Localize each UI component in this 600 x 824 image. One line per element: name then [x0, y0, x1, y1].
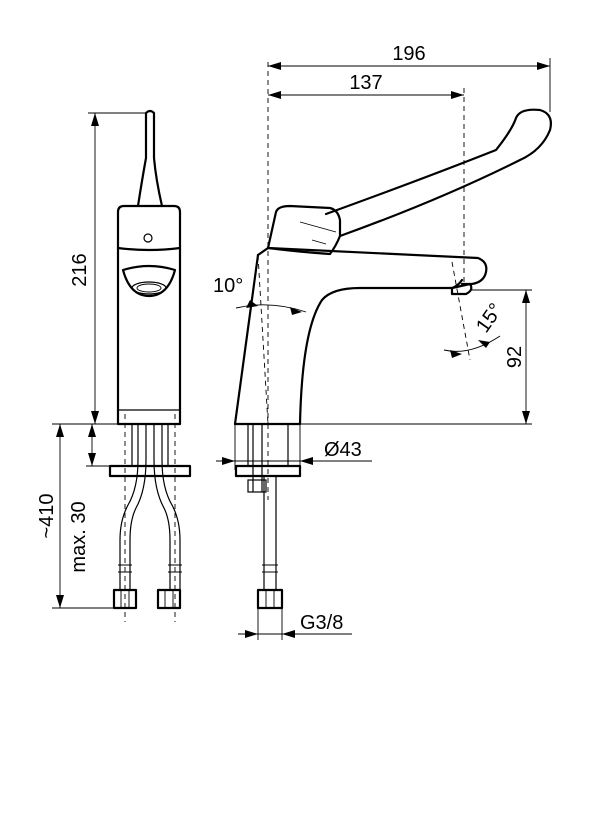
dim-body-tilt-label: 10° [213, 275, 243, 297]
front-lever [136, 109, 164, 208]
side-view [233, 62, 552, 610]
dim-spout-reach-label: 137 [349, 72, 382, 94]
dim-spout-tilt-label: 15° [472, 299, 507, 336]
dim-spout-height-label: 92 [504, 346, 526, 368]
aerator-outlet [121, 264, 177, 298]
dim-base-diameter-label: Ø43 [324, 439, 362, 461]
side-lever [324, 108, 552, 238]
front-mounting-plate [108, 464, 192, 478]
side-dimensions: 196 137 92 10° 15° Ø43 [213, 43, 551, 640]
dim-connection-thread-label: G3/8 [300, 612, 343, 634]
hose-nut-right [156, 588, 182, 610]
side-shank [247, 424, 289, 465]
supply-hose-left [119, 424, 147, 590]
side-mounting-plate [234, 464, 302, 478]
dim-overall-reach-label: 196 [392, 43, 425, 65]
side-hose-nut [256, 588, 284, 610]
front-dimensions: 216 ~410 max. 30 [36, 112, 146, 609]
dim-hose-length-label: ~410 [36, 493, 58, 538]
supply-hose-right [153, 424, 181, 590]
dim-height-label: 216 [69, 253, 91, 286]
dim-max-thickness-label: max. 30 [68, 501, 90, 572]
side-head-block [256, 204, 342, 257]
side-supply-hose [263, 476, 277, 590]
side-spout [266, 246, 488, 286]
lever-pin [143, 233, 153, 243]
front-body-outline [116, 246, 182, 426]
aerator-mesh [131, 281, 167, 295]
front-shank [131, 424, 169, 465]
front-view [108, 109, 192, 622]
side-body-outline [233, 253, 464, 426]
front-head-block [116, 204, 182, 252]
